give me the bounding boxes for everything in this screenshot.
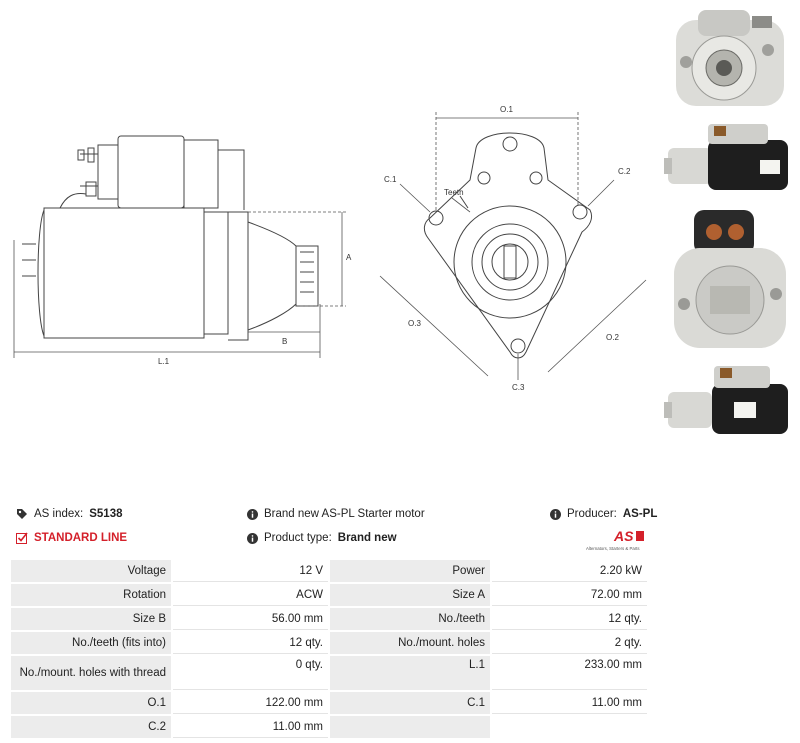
spec-label: No./teeth — [330, 608, 490, 630]
product-photo-side[interactable] — [664, 120, 796, 200]
product-type-row: Product type: Brand new — [247, 532, 397, 544]
spec-value — [492, 716, 647, 738]
product-photo-front[interactable] — [664, 6, 796, 114]
spec-label: Size A — [330, 584, 490, 606]
spec-value: 2 qty. — [492, 632, 647, 654]
svg-text:AS: AS — [613, 528, 634, 544]
spec-value: ACW — [173, 584, 328, 606]
product-type-value: Brand new — [337, 532, 397, 544]
specs-row: O.1 122.00 mm C.1 11.00 mm — [11, 692, 647, 714]
spec-value: 0 qty. — [173, 656, 328, 690]
starter-side-view — [22, 135, 319, 341]
spec-label: Rotation — [11, 584, 171, 606]
technical-drawing: L.1 A B O.1 O.2 O.3 C.1 C.2 C.3 Teeth — [13, 105, 647, 392]
label-c2: C.2 — [618, 167, 631, 176]
label-o1: O.1 — [500, 105, 513, 114]
spec-label: O.1 — [11, 692, 171, 714]
spec-value: 12 V — [173, 560, 328, 582]
label-o2: O.2 — [606, 333, 619, 342]
as-pl-logo: AS Alternators, Starters & Parts — [586, 528, 644, 551]
spec-label: No./mount. holes — [330, 632, 490, 654]
label-c1: C.1 — [384, 175, 397, 184]
spec-value: 122.00 mm — [173, 692, 328, 714]
standard-line-label: STANDARD LINE — [34, 532, 128, 544]
spec-value: 12 qty. — [492, 608, 647, 630]
as-index-value: S5138 — [89, 508, 123, 520]
product-photo-rear[interactable] — [664, 208, 796, 356]
specs-row: No./teeth (fits into) 12 qty. No./mount.… — [11, 632, 647, 654]
specs-row: Voltage 12 V Power 2.20 kW — [11, 560, 647, 582]
spec-label — [330, 716, 490, 738]
spec-value: 72.00 mm — [492, 584, 647, 606]
specs-row: No./mount. holes with thread 0 qty. L.1 … — [11, 656, 647, 690]
spec-value: 11.00 mm — [173, 716, 328, 738]
spec-label: C.2 — [11, 716, 171, 738]
label-l1: L.1 — [158, 357, 170, 366]
checkbox-checked-icon — [16, 532, 28, 544]
spec-value: 12 qty. — [173, 632, 328, 654]
specs-row: Rotation ACW Size A 72.00 mm — [11, 584, 647, 606]
spec-value: 233.00 mm — [492, 656, 647, 690]
info-icon — [247, 532, 258, 544]
product-description: Brand new AS-PL Starter motor — [264, 508, 425, 520]
tag-icon — [17, 509, 27, 519]
spec-label: Size B — [11, 608, 171, 630]
label-o3: O.3 — [408, 319, 421, 328]
spec-label: C.1 — [330, 692, 490, 714]
as-index-label: AS index: — [34, 508, 84, 520]
svg-text:Alternators, Starters & Parts: Alternators, Starters & Parts — [586, 546, 640, 551]
dimension-lines-side — [13, 211, 346, 358]
standard-line-row: STANDARD LINE — [16, 532, 127, 544]
specs-table: Voltage 12 V Power 2.20 kW Rotation ACW … — [9, 558, 649, 740]
spec-value: 56.00 mm — [173, 608, 328, 630]
description-row: Brand new AS-PL Starter motor — [247, 508, 425, 520]
producer-label: Producer: — [567, 508, 617, 520]
product-info: AS index: S5138 STANDARD LINE Brand new … — [0, 500, 800, 560]
spec-label: Power — [330, 560, 490, 582]
label-c3: C.3 — [512, 383, 525, 392]
producer-value: AS-PL — [622, 508, 658, 520]
label-teeth: Teeth — [444, 188, 464, 197]
spec-label: No./teeth (fits into) — [11, 632, 171, 654]
producer-row: Producer: AS-PL — [550, 508, 657, 520]
spec-label: L.1 — [330, 656, 490, 690]
spec-value: 2.20 kW — [492, 560, 647, 582]
spec-value: 11.00 mm — [492, 692, 647, 714]
dimension-lines-front — [379, 112, 647, 380]
info-icon — [247, 508, 258, 520]
label-b: B — [282, 337, 287, 346]
as-index-row: AS index: S5138 — [16, 508, 123, 520]
specs-row: C.2 11.00 mm — [11, 716, 647, 738]
info-icon — [550, 508, 561, 520]
product-photo-side-label[interactable] — [664, 362, 796, 442]
product-type-label: Product type: — [264, 532, 332, 544]
specs-row: Size B 56.00 mm No./teeth 12 qty. — [11, 608, 647, 630]
starter-front-view — [423, 132, 593, 359]
spec-label: Voltage — [11, 560, 171, 582]
product-photos — [660, 0, 800, 450]
spec-label: No./mount. holes with thread — [11, 656, 171, 690]
label-a: A — [346, 253, 352, 262]
